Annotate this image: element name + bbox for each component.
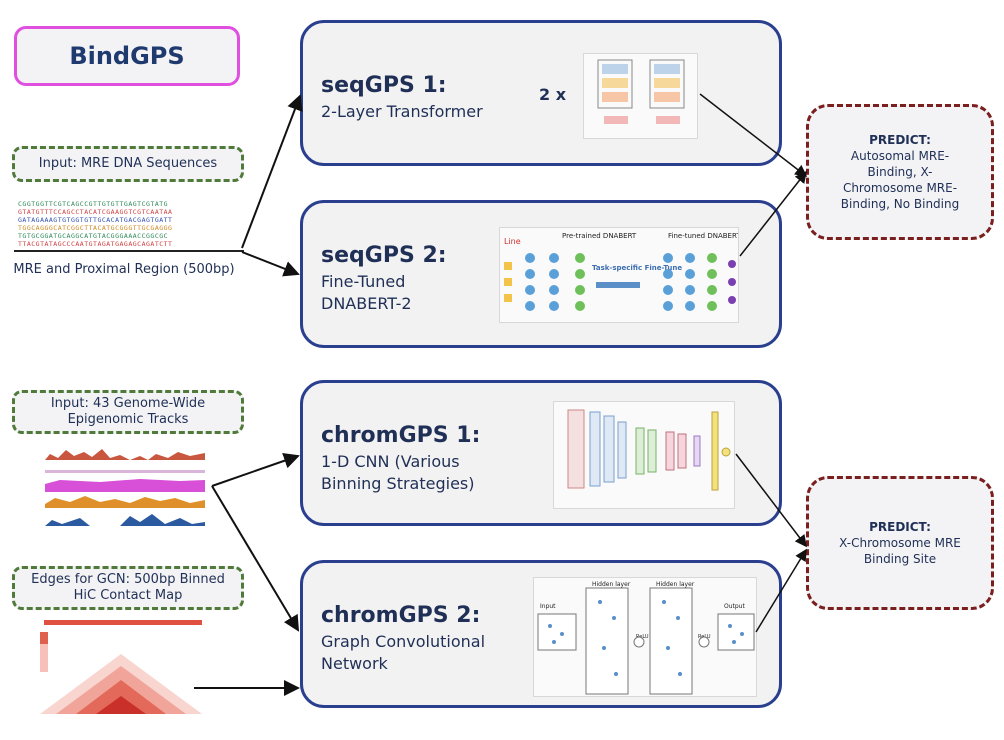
- line-label: Line: [504, 237, 521, 246]
- mre-input-box: Input: MRE DNA Sequences: [12, 146, 244, 182]
- seq-predict-text: Autosomal MRE-Binding, X-Chromosome MRE-…: [840, 148, 960, 212]
- transformer-diagram: [583, 53, 698, 139]
- chromgps1-box: chromGPS 1: 1-D CNN (Various Binning Str…: [300, 380, 782, 526]
- chromgps2-title: chromGPS 2:: [321, 603, 481, 628]
- hic-contact-map-image: [40, 620, 202, 714]
- chromgps2-desc-line1: Graph Convolutional: [321, 632, 486, 651]
- dna-sequence-image: CGGTGGTTCGTCAGCCGTTGTGTTGAGTCGTATG GTATG…: [18, 200, 173, 248]
- mre-caption: MRE and Proximal Region (500bp): [13, 262, 235, 277]
- gcn-input-box: Edges for GCN: 500bp Binned HiC Contact …: [12, 566, 244, 610]
- pretrained-label: Pre-trained DNABERT: [562, 232, 637, 240]
- epigenomic-input-box: Input: 43 Genome-Wide Epigenomic Tracks: [12, 390, 244, 434]
- arrow-to-seqgps1: [241, 94, 303, 249]
- seqgps2-desc-line2: DNABERT-2: [321, 294, 412, 313]
- cnn-architecture-diagram: [553, 401, 735, 509]
- chrom-prediction-box: PREDICT: X-Chromosome MRE Binding Site: [806, 476, 994, 610]
- seqgps1-box: seqGPS 1: 2-Layer Transformer 2 x: [300, 20, 782, 166]
- chrom-predict-label: PREDICT:: [869, 519, 931, 534]
- arrow-to-chromgps1: [211, 453, 300, 487]
- seqgps1-title: seqGPS 1:: [321, 73, 447, 98]
- gcn-output-label: Output: [724, 603, 745, 610]
- chromgps2-desc-line2: Network: [321, 654, 388, 673]
- seq-prediction-box: PREDICT: Autosomal MRE-Binding, X-Chromo…: [806, 104, 994, 240]
- gcn-hidden2-label: Hidden layer: [656, 581, 695, 588]
- chromgps1-title: chromGPS 1:: [321, 423, 481, 448]
- epigenomic-tracks-image: [45, 449, 205, 526]
- seq-predict-label: PREDICT:: [869, 132, 931, 147]
- gcn-relu1-label: ReLU: [636, 634, 649, 640]
- chromgps2-box: chromGPS 2: Graph Convolutional Network …: [300, 560, 782, 708]
- gcn-hidden1-label: Hidden layer: [592, 581, 631, 588]
- diagram-title: BindGPS: [14, 26, 240, 86]
- finetuned-label: Fine-tuned DNABERT: [668, 232, 739, 240]
- gcn-architecture-diagram: Input Hidden layer ReLU Hidden layer ReL…: [533, 577, 757, 697]
- task-label: Task-specific Fine-Tune: [592, 264, 682, 272]
- chromgps1-desc-line1: 1-D CNN (Various: [321, 452, 460, 471]
- sequence-underline: [14, 250, 244, 252]
- seqgps2-box: seqGPS 2: Fine-Tuned DNABERT-2 Line Pre-…: [300, 200, 782, 348]
- gcn-input-label: Input: [540, 603, 556, 610]
- chrom-predict-text: X-Chromosome MRE Binding Site: [839, 535, 961, 567]
- seqgps2-title: seqGPS 2:: [321, 243, 447, 268]
- dnabert-finetune-diagram: Line Pre-trained DNABERT Fine-tuned DNAB…: [499, 227, 739, 323]
- arrow-to-seqgps2: [241, 251, 300, 277]
- seqgps1-desc: 2-Layer Transformer: [321, 102, 483, 121]
- layer-multiplier: 2 x: [539, 85, 567, 104]
- seqgps2-desc-line1: Fine-Tuned: [321, 272, 406, 291]
- chromgps1-desc-line2: Binning Strategies): [321, 474, 475, 493]
